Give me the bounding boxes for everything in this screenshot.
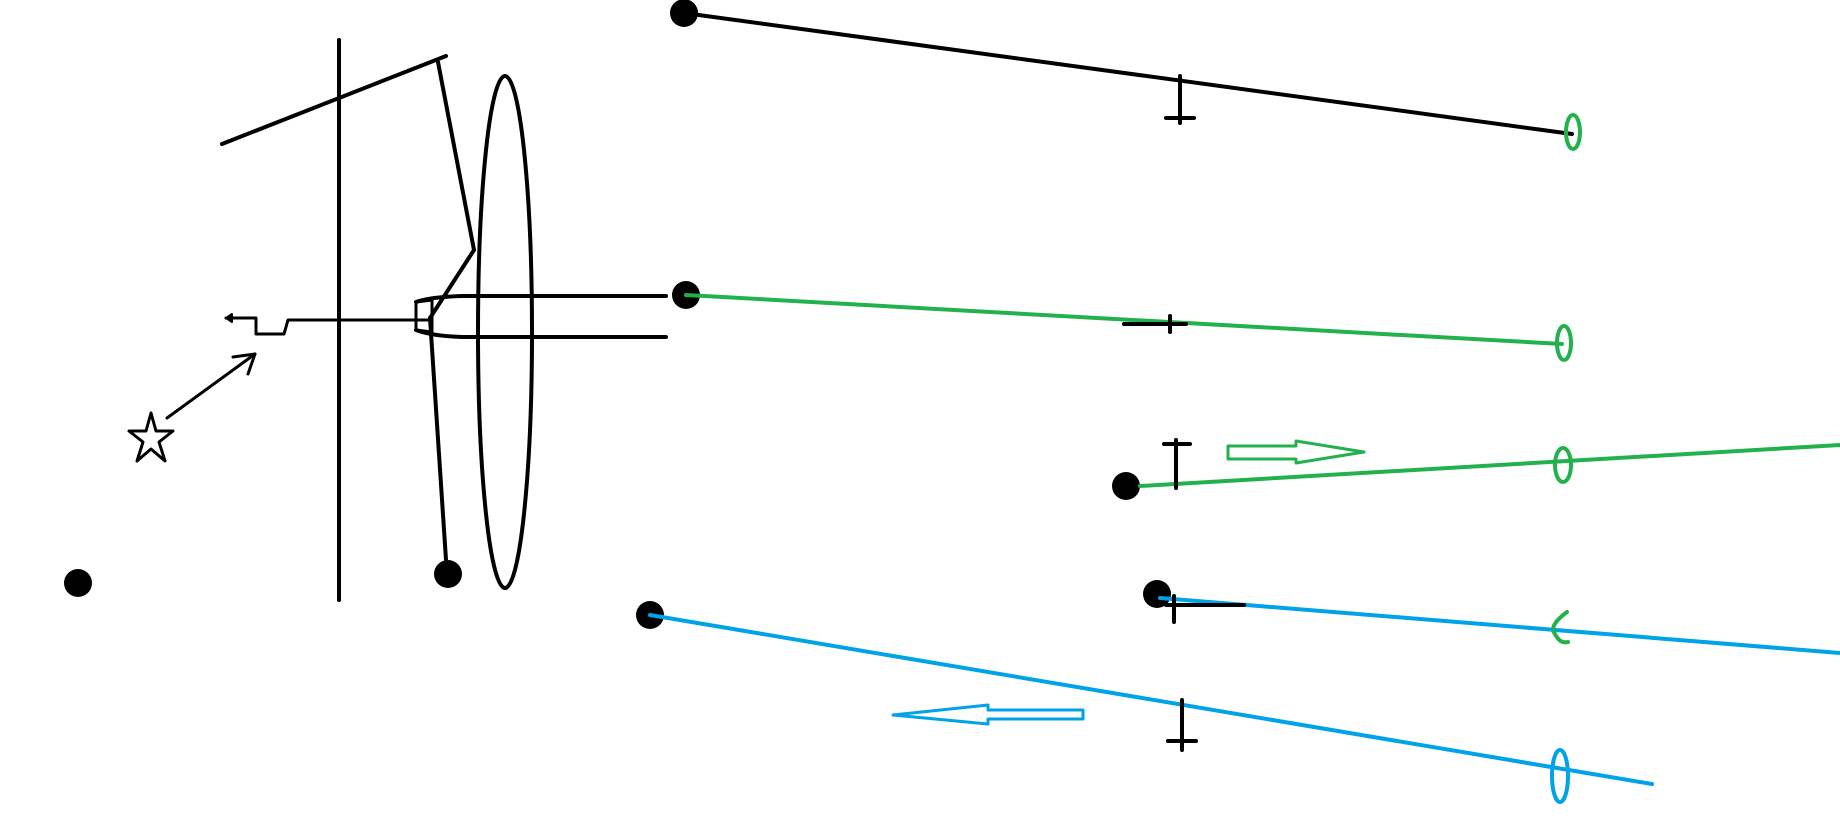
arc-green-blue xyxy=(1551,610,1570,645)
dots xyxy=(64,0,1171,629)
rod-tip xyxy=(225,313,233,323)
strut-diagonal xyxy=(428,248,476,320)
ellipse-green-lower xyxy=(1553,446,1573,484)
rod xyxy=(224,316,434,336)
tick-green-upper xyxy=(1122,314,1188,334)
dot-far-left xyxy=(64,569,92,597)
ray-ellipses xyxy=(1550,113,1582,804)
ellipse-blue-lower xyxy=(1550,748,1570,804)
ellipse-black-ray xyxy=(1564,113,1582,151)
ray-green-lower xyxy=(1138,443,1840,488)
tick-blue-lower xyxy=(1166,698,1198,752)
dot-strut-foot xyxy=(434,560,462,588)
barrel-upper-edge xyxy=(414,294,668,304)
tick-marks xyxy=(1122,74,1246,752)
ellipse-green-upper xyxy=(1555,324,1573,362)
slanted-top-bar xyxy=(220,54,448,146)
lens-ellipse xyxy=(476,74,534,590)
ray-green-upper xyxy=(684,293,1564,346)
apparatus xyxy=(220,38,668,602)
star-icon xyxy=(127,411,175,463)
ray-blue-lower xyxy=(648,613,1654,786)
strut-lower xyxy=(428,316,448,562)
tick-blue-right xyxy=(1164,594,1246,624)
pointer-arrow-head xyxy=(231,352,257,376)
hollow-arrow-right-icon xyxy=(1226,439,1366,465)
ray-blue-right xyxy=(1158,596,1840,655)
barrel-lower-edge xyxy=(414,328,668,339)
rays xyxy=(648,11,1840,786)
pointer-arrow-shaft xyxy=(165,352,257,420)
tick-top xyxy=(1164,74,1196,125)
strut-upper xyxy=(436,60,476,252)
ray-black xyxy=(682,11,1574,136)
dot-lower-right xyxy=(1143,580,1171,608)
star-annotation xyxy=(127,352,257,463)
dot-mid-right xyxy=(1112,472,1140,500)
hollow-arrow-left-icon xyxy=(891,703,1085,726)
tick-green-lower xyxy=(1162,438,1192,490)
